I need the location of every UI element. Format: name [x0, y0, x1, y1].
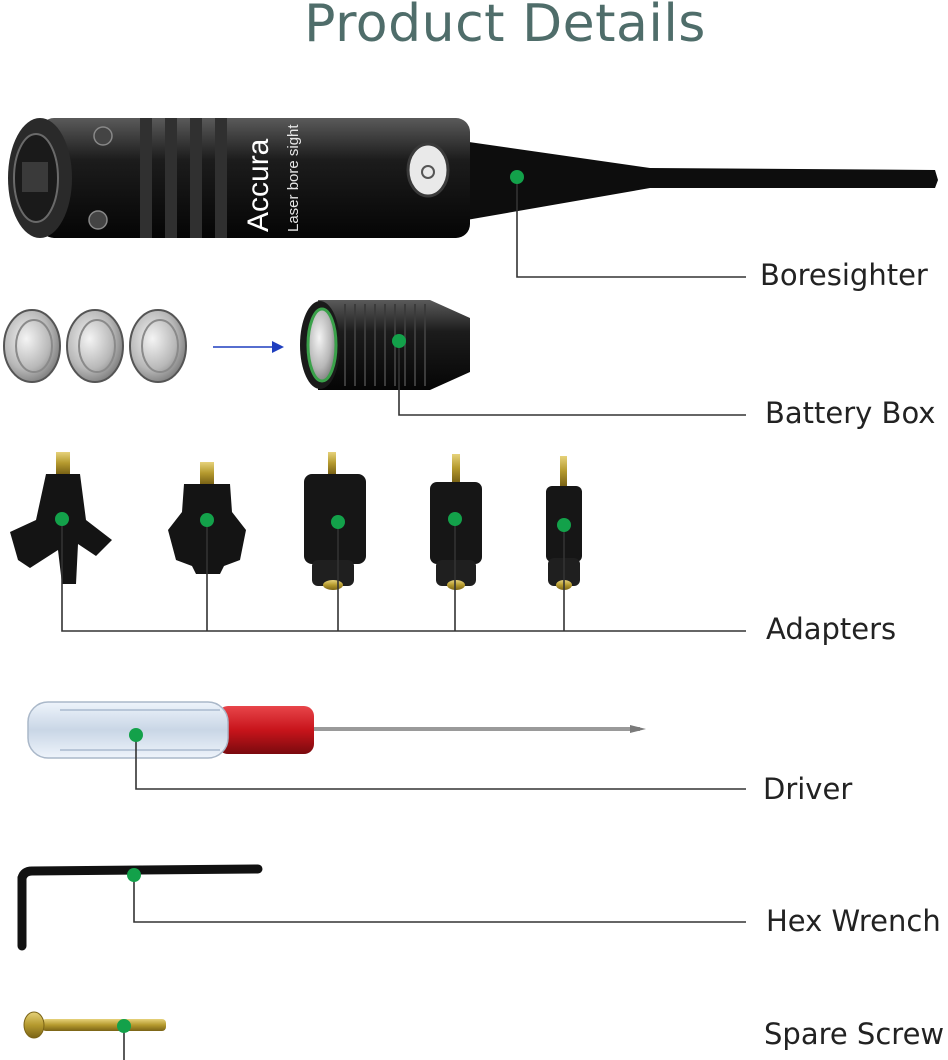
adapter-marker — [200, 513, 214, 527]
driver-marker — [129, 728, 143, 742]
boresighter-marker — [510, 170, 524, 184]
engraving-text: Laser bore sight — [285, 124, 302, 232]
adapters-label: Adapters — [766, 612, 897, 646]
spare-screw-image — [23, 1011, 166, 1039]
hex-wrench-marker — [127, 868, 141, 882]
adapter-large-image — [10, 452, 112, 584]
leader-lines — [61, 177, 746, 1060]
battery-box-image — [300, 300, 470, 390]
spare-screw-label: Spare Screw — [764, 1017, 945, 1051]
driver-image — [27, 701, 646, 759]
adapter-marker — [55, 512, 69, 526]
spare-screw-marker — [117, 1019, 131, 1033]
callout-markers — [55, 170, 571, 1033]
page-title: Product Details — [304, 0, 706, 54]
adapter-marker — [557, 518, 571, 532]
batteries-image — [3, 309, 187, 383]
adapter-marker — [448, 512, 462, 526]
battery-box-marker — [392, 334, 406, 348]
hex-wrench-image — [17, 864, 263, 951]
hex-wrench-label: Hex Wrench — [766, 904, 941, 938]
boresighter-label: Boresighter — [760, 258, 928, 292]
brand-logo-text: Accura — [242, 138, 275, 232]
driver-label: Driver — [763, 772, 853, 806]
adapter-marker — [331, 515, 345, 529]
boresighter-image: Accura Laser bore sight — [8, 118, 938, 238]
battery-box-label: Battery Box — [765, 396, 936, 430]
arrow-icon — [213, 341, 284, 353]
